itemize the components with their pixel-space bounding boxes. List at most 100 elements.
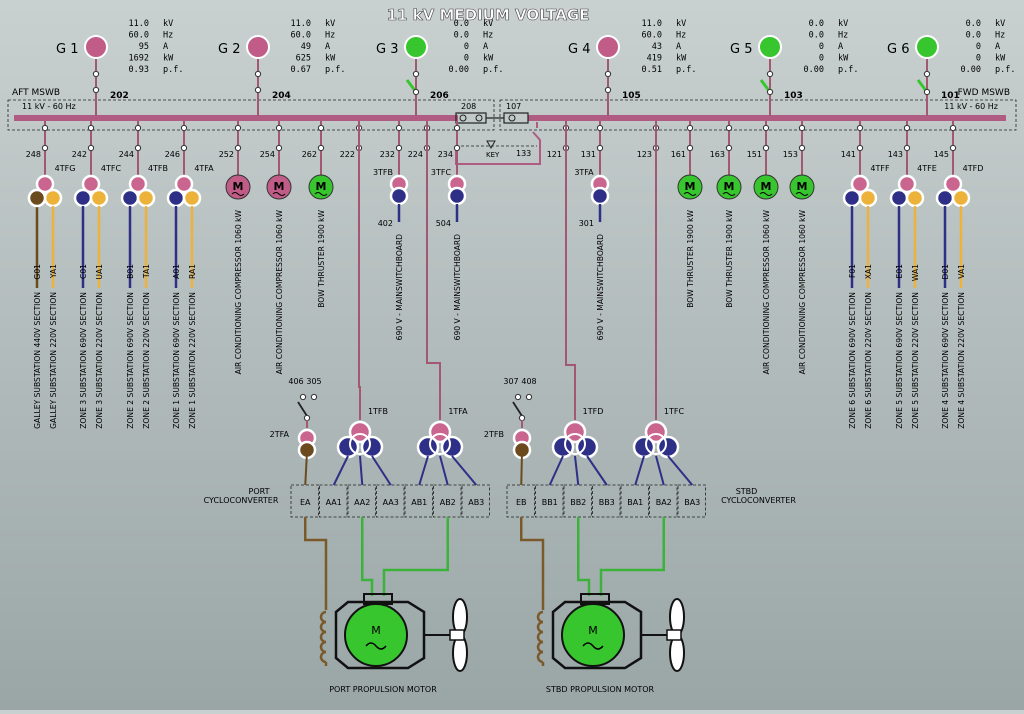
converter-cell-AA2[interactable] — [347, 484, 376, 518]
feeder-121[interactable]: 121 — [547, 121, 576, 420]
generator-breaker-bottom[interactable] — [923, 88, 931, 96]
feeder-breaker-top[interactable] — [856, 124, 864, 132]
converter-cell-BB1[interactable] — [535, 484, 564, 518]
generator-breaker-top[interactable] — [766, 70, 774, 78]
feeder-224[interactable]: 224 — [408, 121, 441, 420]
feeder-breaker-top[interactable] — [275, 124, 283, 132]
generator-symbol[interactable] — [596, 35, 620, 59]
generator-symbol[interactable] — [404, 35, 428, 59]
generator-breaker-bottom[interactable] — [766, 88, 774, 96]
motor-163[interactable] — [716, 174, 742, 200]
feeder-breaker-top[interactable] — [453, 124, 461, 132]
converter-cell-EB[interactable] — [506, 484, 535, 518]
feeder-breaker-top[interactable] — [725, 124, 733, 132]
excitation-breaker-top[interactable] — [525, 393, 533, 401]
converter-cell-AB3[interactable] — [461, 484, 490, 518]
generator-breaker-top[interactable] — [604, 70, 612, 78]
feeder-breaker-bottom[interactable] — [395, 144, 403, 152]
excitation-breaker-open[interactable] — [297, 401, 308, 417]
feeder-222[interactable]: 222 — [340, 121, 363, 420]
generator-breaker-top[interactable] — [92, 70, 100, 78]
feeder-breaker-bottom[interactable] — [798, 144, 806, 152]
feeder-breaker-top[interactable] — [798, 124, 806, 132]
converter-cell-BB3[interactable] — [592, 484, 621, 518]
converter-cell-BA3[interactable] — [677, 484, 706, 518]
generator-breaker-top[interactable] — [254, 70, 262, 78]
converter-cell-AB1[interactable] — [404, 484, 433, 518]
generator-symbol[interactable] — [246, 35, 270, 59]
feeder-breaker-top[interactable] — [41, 124, 49, 132]
feeder-breaker-top[interactable] — [949, 124, 957, 132]
feeder-breaker-bottom[interactable] — [453, 144, 461, 152]
motor-151[interactable] — [753, 174, 779, 200]
propulsion-motor-icon[interactable] — [561, 603, 625, 667]
excitation-breaker-open[interactable] — [512, 401, 523, 417]
feeder-breaker-top[interactable] — [596, 124, 604, 132]
feeder-breaker-top[interactable] — [317, 124, 325, 132]
generator-breaker-bottom[interactable] — [604, 86, 612, 94]
excitation-breaker-top[interactable] — [299, 393, 307, 401]
generator-breaker-bottom[interactable] — [92, 86, 100, 94]
motor-252[interactable] — [225, 174, 251, 200]
feeder-breaker-bottom[interactable] — [725, 144, 733, 152]
feeder-breaker-top[interactable] — [903, 124, 911, 132]
motor-161[interactable] — [677, 174, 703, 200]
generator-symbol[interactable] — [915, 35, 939, 59]
feeder-breaker-top[interactable] — [234, 124, 242, 132]
feeder-breaker-top[interactable] — [87, 124, 95, 132]
feeder-breaker-bottom[interactable] — [856, 144, 864, 152]
converter-cell-BB2[interactable] — [563, 484, 592, 518]
feeder-breaker-bottom[interactable] — [275, 144, 283, 152]
feeder-breaker-bottom[interactable] — [903, 144, 911, 152]
generator-symbol[interactable] — [758, 35, 782, 59]
generator-breaker-top[interactable] — [923, 70, 931, 78]
propulsion-motor-icon[interactable] — [344, 603, 408, 667]
feeder-breaker-top[interactable] — [134, 124, 142, 132]
converter-cell-AB2[interactable] — [433, 484, 462, 518]
feeder-breaker-top[interactable] — [762, 124, 770, 132]
feeder-breaker-bottom[interactable] — [686, 144, 694, 152]
feeder-breaker-bottom[interactable] — [762, 144, 770, 152]
motor-254[interactable] — [266, 174, 292, 200]
generator-breaker-bottom[interactable] — [254, 86, 262, 94]
feeder-breaker-bottom[interactable] — [596, 144, 604, 152]
feeder-breaker-bottom[interactable] — [87, 144, 95, 152]
motor-262[interactable] — [308, 174, 334, 200]
converter-cell-EA[interactable] — [290, 484, 319, 518]
bus-tie-107[interactable] — [503, 112, 529, 124]
feeder-breaker-bottom[interactable] — [134, 144, 142, 152]
converter-cell-BA2[interactable] — [649, 484, 678, 518]
excitation-breaker-bottom[interactable] — [303, 414, 311, 422]
generator-symbol[interactable] — [84, 35, 108, 59]
converter-cell-AA1[interactable] — [319, 484, 348, 518]
feeder-breaker-bottom[interactable] — [180, 144, 188, 152]
excitation-breaker-bottom[interactable] — [518, 414, 526, 422]
converter-cell-AA3[interactable] — [376, 484, 405, 518]
generator-breaker-bottom[interactable] — [412, 88, 420, 96]
excitation-breaker-top[interactable] — [514, 393, 522, 401]
excitation-breaker-top[interactable] — [310, 393, 318, 401]
